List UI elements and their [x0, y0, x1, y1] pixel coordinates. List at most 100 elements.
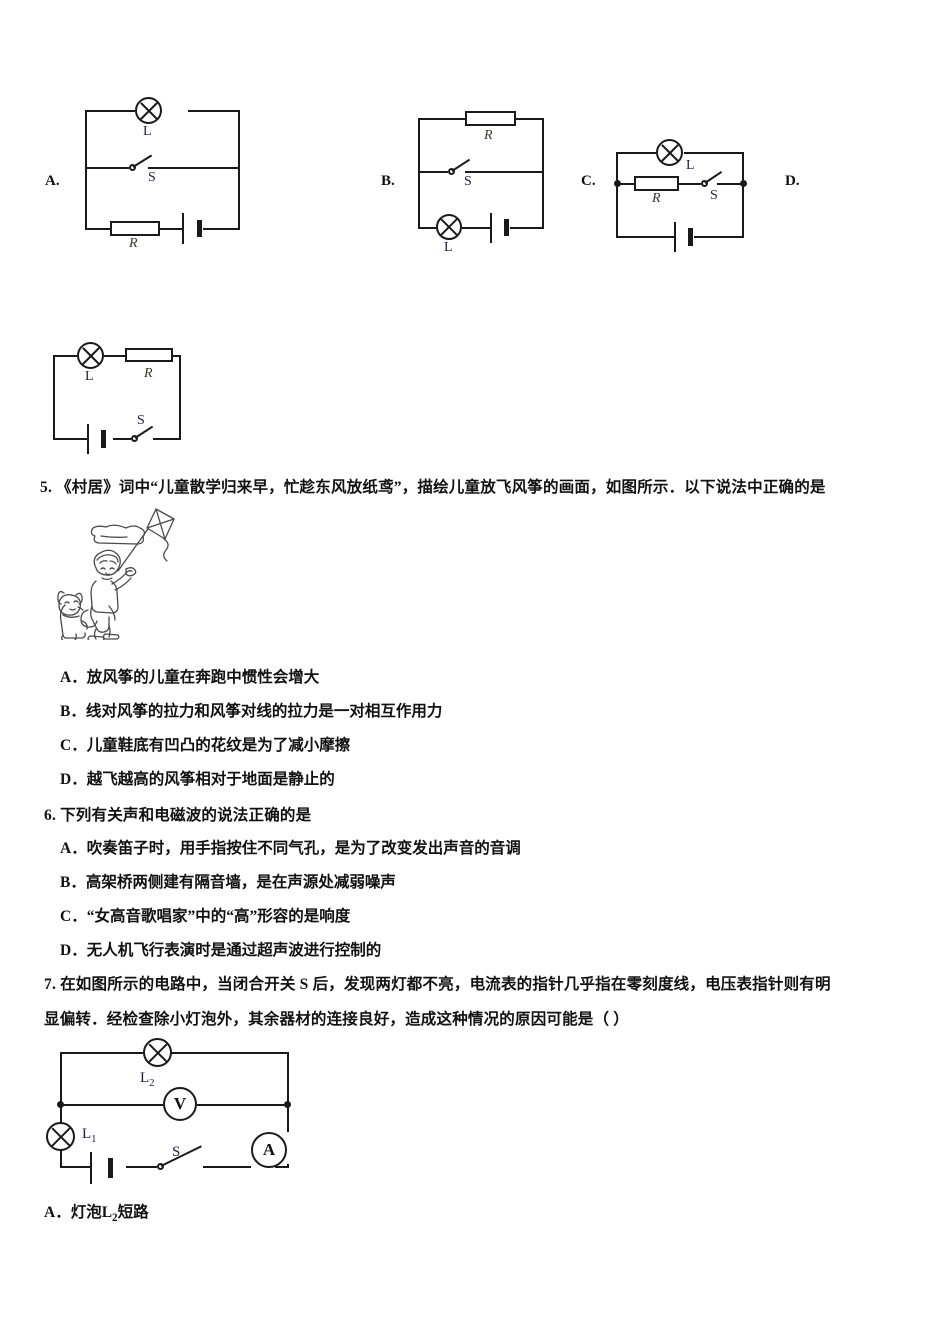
option-text: 吹奏笛子时，用手指按住不同气孔，是为了改变发出声音的音调	[86, 840, 521, 857]
junction-node	[57, 1101, 64, 1108]
question-5-text: 《村居》词中“儿童散学归来早，忙趁东风放纸鸢”，描绘儿童放飞风筝的画面，如图所示…	[56, 479, 826, 496]
option-subscript: 2	[112, 1212, 118, 1225]
lamp-label: L	[686, 158, 695, 173]
lamp-icon-l1	[46, 1122, 75, 1151]
option-letter: D．	[60, 771, 87, 788]
wire	[616, 183, 634, 185]
wire	[126, 1166, 157, 1168]
switch-blade	[132, 154, 153, 168]
wire	[418, 118, 420, 229]
option-letter: B．	[60, 874, 86, 891]
wire	[197, 1104, 289, 1106]
option-text: 灯泡L	[70, 1204, 113, 1221]
switch-blade	[160, 1145, 202, 1167]
wire	[418, 118, 465, 120]
junction-node	[614, 180, 621, 187]
lamp-l1-label: L1	[82, 1126, 97, 1145]
option-letter: D．	[60, 942, 87, 959]
resistor-label: R	[652, 191, 661, 206]
option-text: 放风筝的儿童在奔跑中惯性会增大	[86, 669, 320, 686]
wire	[60, 1166, 90, 1168]
choice-label-d: D.	[785, 173, 800, 189]
wire	[85, 228, 110, 230]
question-7-stem-line-1: 7. 在如图所示的电路中，当闭合开关 S 后，发现两灯都不亮，电流表的指针几乎指…	[44, 972, 831, 994]
wire	[717, 183, 744, 185]
option-letter: A．	[44, 1204, 71, 1221]
lamp-icon	[77, 342, 104, 369]
wire	[148, 167, 240, 169]
option-text: 儿童鞋底有凹凸的花纹是为了减小摩擦	[86, 737, 351, 754]
lamp-l2-label: L2	[140, 1070, 155, 1089]
question-6-option-a: A．吹奏笛子时，用手指按住不同气孔，是为了改变发出声音的音调	[60, 836, 521, 858]
wire	[53, 355, 77, 357]
wire	[60, 1104, 62, 1125]
question-7-number: 7.	[44, 976, 57, 993]
switch-label: S	[464, 174, 472, 189]
kite-illustration-svg	[57, 508, 175, 642]
battery-icon	[87, 424, 89, 454]
resistor-icon	[634, 176, 679, 191]
resistor-icon	[110, 221, 160, 236]
question-6-text: 下列有关声和电磁波的说法正确的是	[60, 807, 312, 824]
choice-label-b: B.	[381, 173, 395, 189]
wire	[616, 236, 674, 238]
option-letter: C．	[60, 908, 87, 925]
circuit-option-a: L S R	[85, 97, 240, 251]
wire	[616, 152, 618, 238]
wire	[172, 1052, 289, 1054]
resistor-label: R	[129, 236, 138, 251]
wire	[179, 355, 181, 440]
resistor-label: R	[484, 128, 493, 143]
resistor-icon	[125, 348, 173, 362]
wire	[418, 171, 448, 173]
switch-label: S	[710, 188, 718, 203]
question-7-text-line1: 在如图所示的电路中，当闭合开关 S 后，发现两灯都不亮，电流表的指针几乎指在零刻…	[60, 976, 831, 993]
wire	[542, 118, 544, 229]
switch-blade	[451, 158, 471, 172]
question-6-option-c: C．“女高音歌唱家”中的“高”形容的是响度	[60, 904, 350, 926]
wire	[510, 227, 544, 229]
junction-node	[284, 1101, 291, 1108]
ammeter-label: A	[262, 1140, 276, 1159]
wire	[742, 152, 744, 238]
question-7-stem-line-2: 显偏转．经检查除小灯泡外，其余器材的连接良好，造成这种情况的原因可能是（ ）	[44, 1011, 629, 1028]
wire	[85, 167, 129, 169]
resistor-label: R	[144, 366, 153, 381]
wire	[188, 110, 240, 112]
wire	[60, 1052, 143, 1054]
option-text: “女高音歌唱家”中的“高”形容的是响度	[86, 908, 351, 925]
question-7-option-a: A．灯泡L2短路	[44, 1200, 149, 1224]
junction-node	[740, 180, 747, 187]
wire	[203, 228, 240, 230]
wire	[60, 1104, 163, 1106]
question-5-stem: 5. 《村居》词中“儿童散学归来早，忙趁东风放纸鸢”，描绘儿童放飞风筝的画面，如…	[40, 475, 826, 497]
option-letter: B．	[60, 703, 86, 720]
option-letter: C．	[60, 737, 87, 754]
wire	[462, 227, 490, 229]
lamp-icon	[436, 214, 462, 240]
question-7-circuit-figure: L2 L1 V A S	[46, 1038, 291, 1184]
battery-icon	[197, 220, 202, 237]
wire	[203, 1166, 251, 1168]
resistor-icon	[465, 111, 516, 126]
switch-label: S	[137, 413, 145, 428]
question-5-number: 5.	[40, 479, 53, 496]
question-5-option-c: C．儿童鞋底有凹凸的花纹是为了减小摩擦	[60, 733, 350, 755]
question-6-number: 6.	[44, 807, 57, 824]
option-text-tail: 短路	[117, 1204, 149, 1221]
choice-label-a: A.	[45, 173, 60, 189]
option-letter: A．	[60, 669, 87, 686]
wire	[60, 1148, 62, 1168]
circuit-option-b: R S L	[418, 111, 546, 255]
lamp-label: L	[85, 369, 94, 384]
voltmeter-icon: V	[163, 1087, 197, 1121]
battery-icon	[688, 228, 693, 246]
question-5-option-b: B．线对风筝的拉力和风筝对线的拉力是一对相互作用力	[60, 699, 442, 721]
wire	[173, 355, 181, 357]
voltmeter-label: V	[173, 1094, 187, 1113]
circuit-option-d: L R S	[53, 342, 183, 454]
wire	[465, 171, 544, 173]
wire	[60, 1052, 62, 1104]
wire	[104, 355, 125, 357]
wire	[53, 355, 55, 440]
